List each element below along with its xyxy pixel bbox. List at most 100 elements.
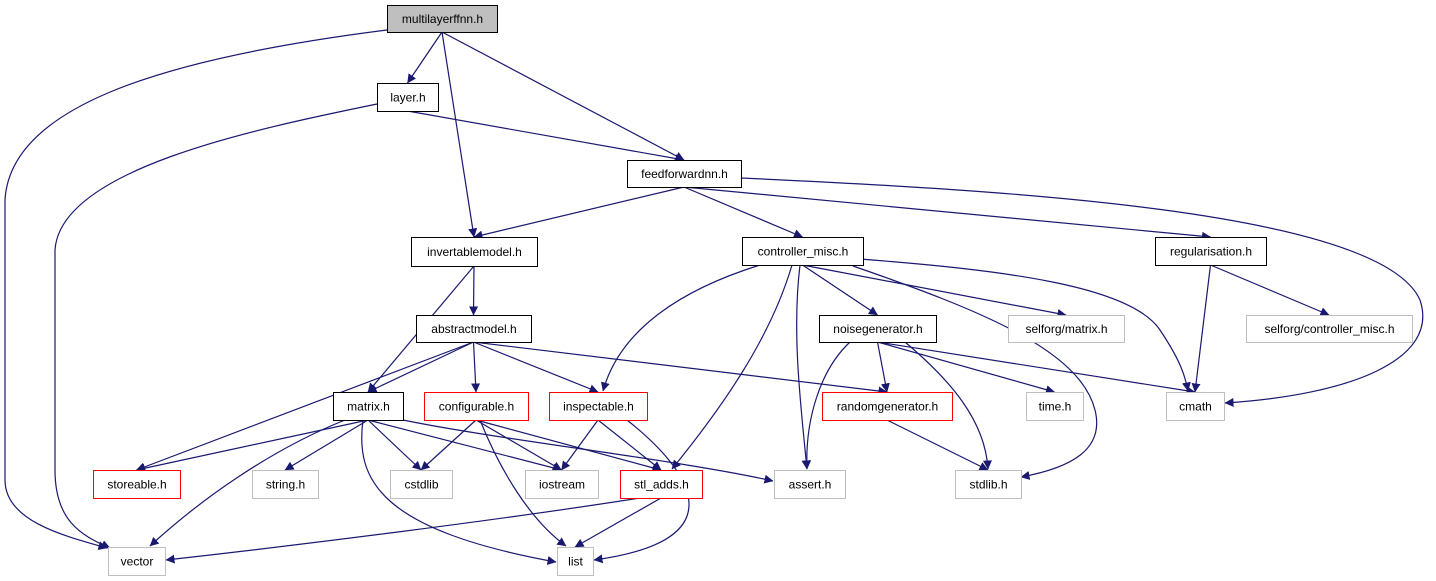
node-label: selforg/controller_misc.h (1264, 322, 1394, 336)
edge-abstractmodel-to-matrix (367, 341, 474, 393)
node-feedforwardnn[interactable]: feedforwardnn.h (627, 160, 742, 188)
edge-invertablemodel-to-abstractmodel (469, 265, 479, 316)
edge-feedforwardnn-to-controller_misc (683, 186, 803, 238)
edge-configurable-to-cstdlib (420, 419, 477, 471)
node-layer[interactable]: layer.h (377, 83, 439, 112)
node-box (93, 470, 181, 499)
edge-noisegenerator-to-stdlib (904, 341, 992, 470)
edge-matrix-to-list (361, 419, 557, 565)
edge-noisegenerator-to-cmath (877, 341, 1196, 396)
node-assert: assert.h (774, 470, 846, 499)
node-label: multilayerffnn.h (402, 12, 483, 26)
edge-matrix-to-cstdlib (367, 419, 422, 471)
edge-randomgenerator-to-stdlib (886, 419, 989, 471)
node-box (549, 392, 648, 421)
edge-multilayerffnn-to-vector (4, 29, 388, 551)
node-box (333, 392, 404, 421)
node-controller-misc[interactable]: controller_misc.h (742, 237, 864, 266)
node-box (411, 237, 538, 267)
edge-abstractmodel-to-storeable (136, 341, 474, 472)
edge-matrix-to-storeable (136, 419, 369, 473)
edge-stl_adds-to-vector (165, 497, 641, 564)
node-label: stdlib.h (969, 478, 1007, 492)
node-label: configurable.h (439, 400, 514, 414)
edge-noisegenerator-to-assert (802, 341, 851, 470)
node-box (627, 160, 742, 188)
node-inspectable[interactable]: inspectable.h (549, 392, 648, 421)
node-label: regularisation.h (1170, 245, 1252, 259)
edge-layer-to-feedforwardnn (407, 110, 685, 163)
node-cstdlib: cstdlib (390, 470, 453, 499)
node-box (424, 392, 529, 421)
edge-noisegenerator-to-time (877, 341, 1055, 395)
node-storeable[interactable]: storeable.h (93, 470, 181, 499)
node-box (390, 470, 453, 499)
node-box (955, 470, 1022, 499)
node-box (1166, 392, 1225, 421)
node-label: feedforwardnn.h (641, 167, 728, 181)
edge-noisegenerator-to-randomgenerator (876, 341, 890, 393)
node-selforg-controller-misc: selforg/controller_misc.h (1246, 315, 1413, 343)
edge-multilayerffnn-to-invertablemodel (441, 31, 478, 238)
node-regularisation[interactable]: regularisation.h (1155, 237, 1267, 266)
edge-controller_misc-to-assert (796, 264, 811, 470)
node-box (774, 470, 846, 499)
node-box (252, 470, 319, 499)
node-label: layer.h (390, 91, 425, 105)
node-label: stl_adds.h (634, 478, 689, 492)
node-box (620, 470, 703, 499)
node-label: abstractmodel.h (431, 322, 516, 336)
edge-matrix-to-vector (149, 419, 346, 547)
node-label: invertablemodel.h (427, 245, 522, 259)
node-abstractmodel[interactable]: abstractmodel.h (416, 315, 532, 343)
node-box (1155, 237, 1267, 266)
node-label: cstdlib (404, 478, 438, 492)
node-stdlib: stdlib.h (955, 470, 1022, 499)
node-label: time.h (1039, 400, 1072, 414)
node-box (108, 547, 166, 576)
edge-abstractmodel-to-randomgenerator (473, 341, 888, 396)
edge-feedforwardnn-to-cmath (740, 177, 1424, 407)
edge-feedforwardnn-to-invertablemodel (473, 186, 685, 240)
edge-multilayerffnn-to-feedforwardnn (441, 31, 685, 161)
node-noisegenerator[interactable]: noisegenerator.h (819, 315, 937, 343)
node-label: cmath (1179, 400, 1212, 414)
node-vector: vector (108, 547, 166, 576)
node-invertablemodel[interactable]: invertablemodel.h (411, 237, 538, 267)
edge-layer-to-vector (54, 103, 378, 549)
node-label: iostream (539, 478, 585, 492)
edge-matrix-to-string (284, 419, 369, 471)
node-label: assert.h (789, 478, 832, 492)
node-cmath: cmath (1166, 392, 1225, 421)
node-randomgenerator[interactable]: randomgenerator.h (822, 392, 953, 421)
edge-abstractmodel-to-configurable (471, 341, 481, 393)
node-label: string.h (266, 478, 305, 492)
edge-feedforwardnn-to-regularisation (683, 186, 1211, 241)
edge-controller_misc-to-cmath (859, 258, 1191, 392)
node-selforg-matrix: selforg/matrix.h (1008, 315, 1125, 343)
edge-controller_misc-to-stl_adds (671, 264, 793, 470)
node-label: noisegenerator.h (833, 322, 922, 336)
edge-controller_misc-to-stdlib (852, 265, 1098, 480)
edge-regularisation-to-selforg_controller_misc (1210, 264, 1330, 316)
edge-inspectable-to-iostream (561, 419, 599, 471)
node-box (1246, 315, 1413, 343)
node-stl-adds[interactable]: stl_adds.h (620, 470, 703, 499)
edge-controller_misc-to-selforg_matrix (802, 264, 1067, 318)
edge-controller_misc-to-inspectable (600, 264, 761, 392)
node-label: controller_misc.h (758, 245, 849, 259)
node-matrix[interactable]: matrix.h (333, 392, 404, 421)
node-time: time.h (1026, 392, 1084, 421)
edge-configurable-to-stl_adds (475, 419, 662, 473)
node-box (822, 392, 953, 421)
node-multilayerffnn[interactable]: multilayerffnn.h (387, 5, 498, 33)
edge-configurable-to-list (479, 419, 567, 547)
node-string: string.h (252, 470, 319, 499)
node-configurable[interactable]: configurable.h (424, 392, 529, 421)
node-label: storeable.h (107, 478, 166, 492)
edge-stl_adds-to-list (574, 497, 662, 548)
node-box (525, 470, 599, 499)
edge-matrix-to-iostream (367, 419, 562, 473)
node-box (416, 315, 532, 343)
